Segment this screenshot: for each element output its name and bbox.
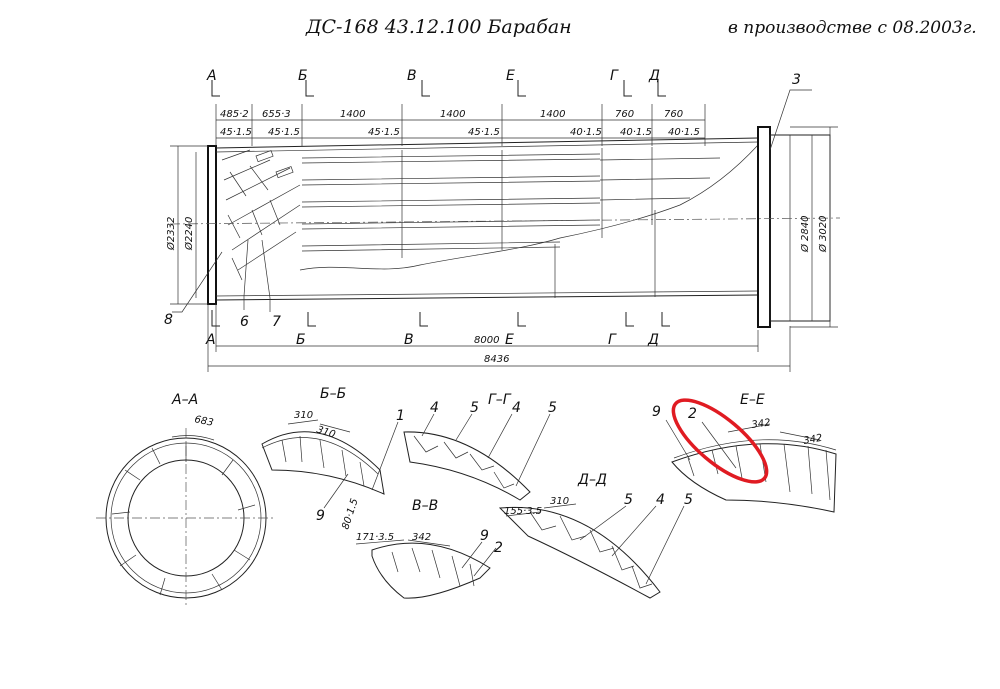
section-bb-dim1: 310 xyxy=(294,410,313,421)
section-ee-dim1: 342 xyxy=(751,417,771,431)
section-bb-dim-side: 80·1.5 xyxy=(340,497,360,531)
section-gg-callout-5b: 5 xyxy=(548,400,557,416)
dim-1400-b: 1400 xyxy=(440,109,465,120)
section-ee-dim2: 342 xyxy=(803,433,824,447)
dim-40-a: 40·1.5 xyxy=(570,127,602,138)
section-vv-callout-2: 2 xyxy=(494,540,503,556)
section-dd-dim1: 155·3.5 xyxy=(504,506,542,517)
section-ee-title: Е–Е xyxy=(740,392,765,408)
section-dd: Д–Д 155·3.5 310 5 4 5 xyxy=(498,472,693,599)
lifters-longitudinal xyxy=(301,147,721,258)
dim-40-c: 40·1.5 xyxy=(668,127,700,138)
section-vv-dim2: 342 xyxy=(412,532,431,543)
dim-45-c: 45·1.5 xyxy=(368,127,400,138)
dim-8436: 8436 xyxy=(484,354,509,365)
marker-g-bottom: Г xyxy=(608,332,617,348)
section-dd-dim2: 310 xyxy=(550,496,569,507)
marker-a-bottom: А xyxy=(205,332,216,348)
top-dimensions: 485·2 655·3 1400 1400 1400 760 760 45·1.… xyxy=(215,104,706,146)
section-vv-callout-9: 9 xyxy=(480,528,489,544)
section-gg-callout-5a: 5 xyxy=(470,400,479,416)
dim-485: 485·2 xyxy=(220,109,249,120)
section-bb-callout-1: 1 xyxy=(396,408,405,424)
hood-flange xyxy=(757,126,771,328)
dim-760-a: 760 xyxy=(615,109,634,120)
marker-e-top: Е xyxy=(506,68,515,84)
section-gg: Г–Г 4 5 4 5 xyxy=(403,392,557,501)
dim-45-a: 45·1.5 xyxy=(220,127,252,138)
marker-a-top: А xyxy=(206,68,217,84)
dim-40-b: 40·1.5 xyxy=(620,127,652,138)
section-aa-dim: 683 xyxy=(193,414,214,429)
section-bb-callout-9: 9 xyxy=(316,508,325,524)
section-gg-callout-4b: 4 xyxy=(512,400,521,416)
section-markers-bottom: А Б В Е Г Д xyxy=(205,310,670,348)
diameter-dimensions: Ø2332 Ø2240 Ø 2840 Ø 3020 xyxy=(165,126,838,328)
dim-1400-c: 1400 xyxy=(540,109,565,120)
dim-45-b: 45·1.5 xyxy=(268,127,300,138)
marker-d-bottom: Д xyxy=(647,332,659,348)
dim-1400-a: 1400 xyxy=(340,109,365,120)
section-vv-title: В–В xyxy=(412,498,438,514)
dim-8000: 8000 xyxy=(474,335,499,346)
marker-g-top: Г xyxy=(610,68,619,84)
section-ee-callout-9: 9 xyxy=(652,404,661,420)
section-bb-dim2: 310 xyxy=(315,424,337,440)
section-ee-callout-2: 2 xyxy=(688,406,697,422)
section-markers-top: А Б В Е Г Д xyxy=(206,68,666,97)
part-callouts: 8 6 7 3 xyxy=(164,72,812,330)
marker-v-top: В xyxy=(407,68,417,84)
section-ee: Е–Е 342 342 9 2 xyxy=(652,392,837,513)
dia-2240: Ø2240 xyxy=(183,217,195,251)
section-aa-lifters xyxy=(111,443,256,596)
callout-6: 6 xyxy=(240,314,249,330)
section-dd-callout-5a: 5 xyxy=(624,492,633,508)
section-vv-dim1: 171·3.5 xyxy=(356,532,394,543)
section-gg-title: Г–Г xyxy=(488,392,512,408)
dim-45-d: 45·1.5 xyxy=(468,127,500,138)
marker-v-bottom: В xyxy=(404,332,414,348)
marker-e-bottom: Е xyxy=(505,332,514,348)
section-bb-title: Б–Б xyxy=(320,386,346,402)
dim-760-b: 760 xyxy=(664,109,683,120)
callout-3: 3 xyxy=(792,72,801,88)
lifters-spiral xyxy=(221,149,301,281)
dia-2840: Ø 2840 xyxy=(799,216,811,254)
production-note: в производстве с 08.2003г. xyxy=(728,18,977,38)
dim-655: 655·3 xyxy=(262,109,291,120)
section-aa-title: А–А xyxy=(171,392,198,408)
section-aa: А–А 683 xyxy=(96,392,276,608)
section-dd-callout-4: 4 xyxy=(656,492,665,508)
callout-7: 7 xyxy=(272,314,281,330)
callout-8: 8 xyxy=(164,312,173,328)
section-gg-callout-4a: 4 xyxy=(430,400,439,416)
dia-3020: Ø 3020 xyxy=(817,216,829,254)
section-dd-title: Д–Д xyxy=(577,472,607,488)
section-bb: Б–Б 310 310 1 9 80·1.5 xyxy=(261,386,405,531)
marker-b-top: Б xyxy=(298,68,308,84)
section-dd-callout-5b: 5 xyxy=(684,492,693,508)
highlight-circle xyxy=(671,398,769,484)
section-vv: В–В 171·3.5 342 9 2 xyxy=(355,498,503,599)
dia-2332: Ø2332 xyxy=(165,217,177,251)
marker-d-top: Д xyxy=(648,68,660,84)
left-flange xyxy=(207,145,217,305)
drawing-title: ДС-168 43.12.100 Барабан xyxy=(306,16,572,38)
overall-dimensions: 8000 8436 xyxy=(207,304,791,372)
marker-b-bottom: Б xyxy=(296,332,306,348)
drum-side-view xyxy=(169,126,841,328)
